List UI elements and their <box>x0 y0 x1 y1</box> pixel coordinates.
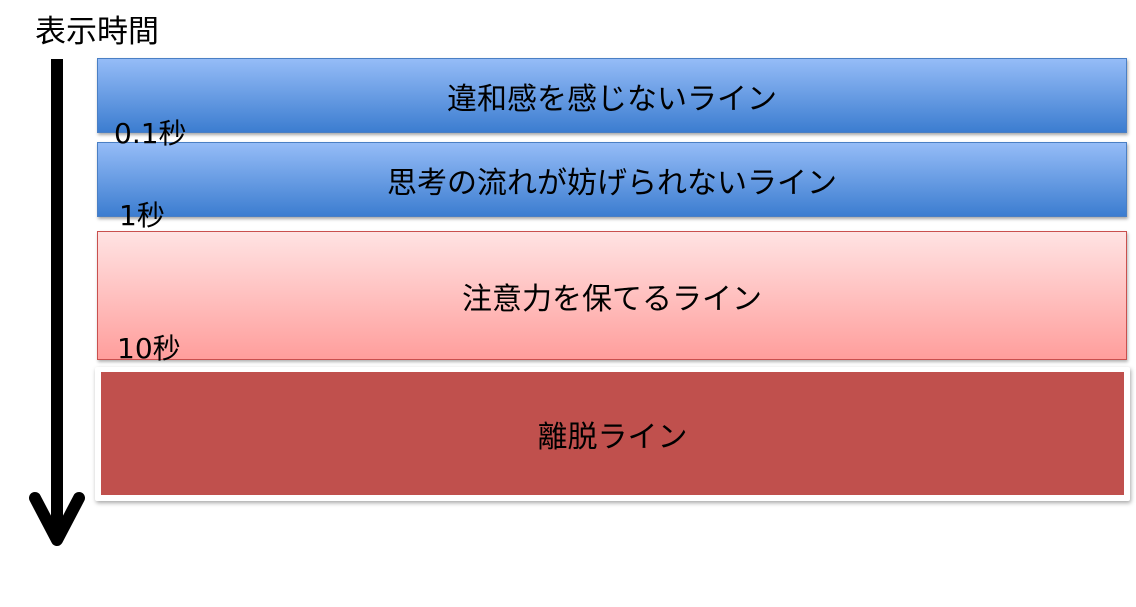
band-label: 思考の流れが妨げられないライン <box>387 165 837 201</box>
band-label: 注意力を保てるライン <box>462 281 762 317</box>
band-label: 違和感を感じないライン <box>447 81 777 117</box>
band-thought-flow: 思考の流れが妨げられないライン <box>97 142 1127 217</box>
band-abandon: 離脱ライン <box>101 372 1124 495</box>
band-label: 離脱ライン <box>537 419 688 455</box>
band-no-discomfort: 違和感を感じないライン <box>97 58 1127 133</box>
time-arrow-icon <box>29 59 85 546</box>
band-attention: 注意力を保てるライン <box>97 231 1127 360</box>
threshold-label: 10秒 <box>117 332 181 365</box>
threshold-label: 1秒 <box>119 199 165 232</box>
threshold-label: 0.1秒 <box>114 117 187 150</box>
axis-title: 表示時間 <box>35 14 159 50</box>
